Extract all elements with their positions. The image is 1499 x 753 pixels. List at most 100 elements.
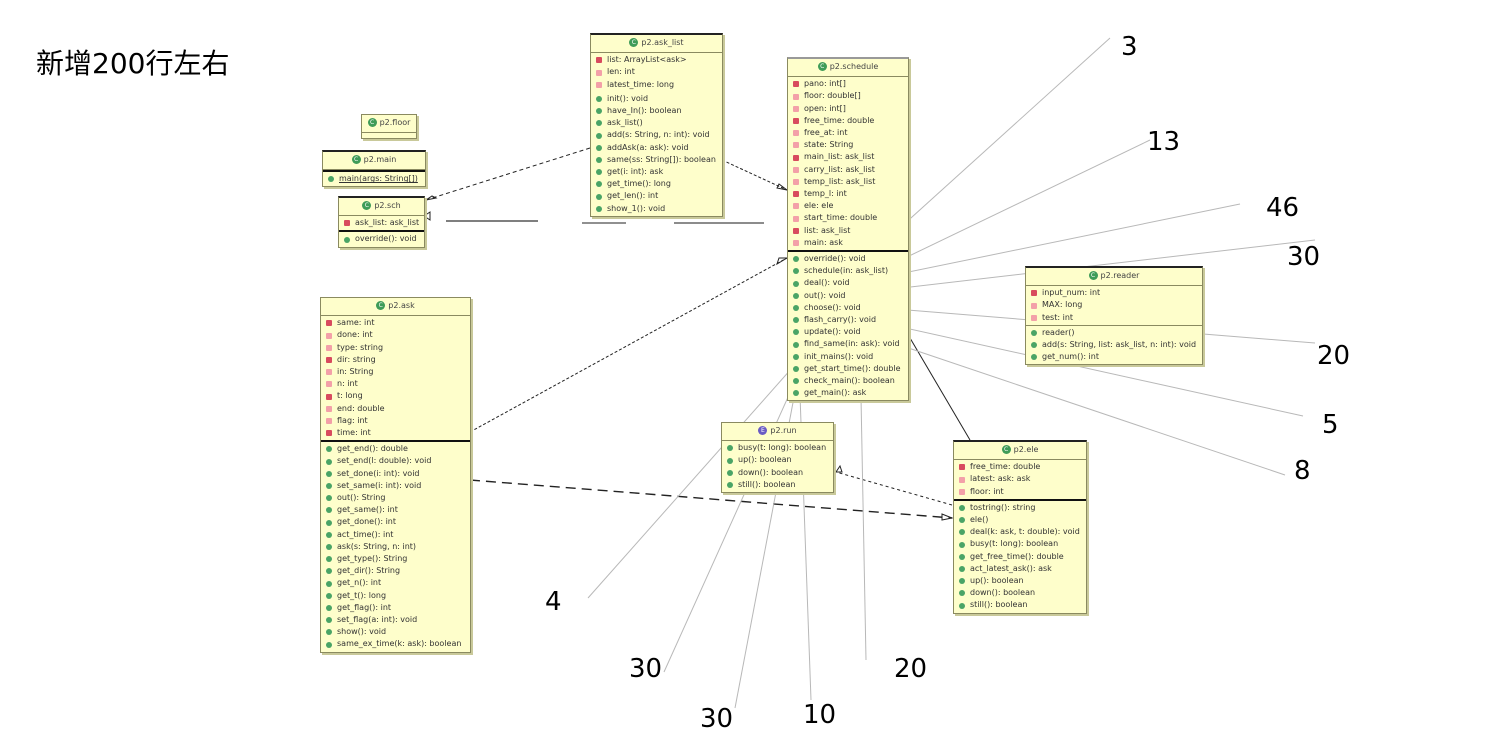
- method-row[interactable]: same(ss: String[]): boolean: [596, 154, 722, 166]
- method-row[interactable]: deal(): void: [793, 277, 908, 289]
- method-row[interactable]: ask(s: String, n: int): [326, 541, 470, 553]
- field-row[interactable]: latest: ask: ask: [959, 473, 1086, 485]
- method-row[interactable]: reader(): [1031, 327, 1202, 339]
- method-row[interactable]: schedule(in: ask_list): [793, 265, 908, 277]
- field-row[interactable]: main: ask: [793, 237, 908, 249]
- field-row[interactable]: time: int: [326, 427, 470, 439]
- method-row[interactable]: still(): boolean: [959, 599, 1086, 611]
- method-row[interactable]: get_done(): int: [326, 516, 470, 528]
- method-row[interactable]: up(): boolean: [727, 454, 833, 466]
- method-row[interactable]: override(): void: [344, 233, 424, 245]
- method-row[interactable]: act_time(): int: [326, 529, 470, 541]
- method-row[interactable]: get_t(): long: [326, 590, 470, 602]
- method-row[interactable]: out(): void: [793, 290, 908, 302]
- field-row[interactable]: ele: ele: [793, 200, 908, 212]
- field-row[interactable]: len: int: [596, 66, 722, 78]
- field-row[interactable]: free_time: double: [793, 115, 908, 127]
- method-row[interactable]: get_n(): int: [326, 577, 470, 589]
- field-row[interactable]: in: String: [326, 366, 470, 378]
- method-row[interactable]: addAsk(a: ask): void: [596, 142, 722, 154]
- method-row[interactable]: set_end(l: double): void: [326, 455, 470, 467]
- method-row[interactable]: get_start_time(): double: [793, 363, 908, 375]
- method-row[interactable]: ele(): [959, 514, 1086, 526]
- method-row[interactable]: get_len(): int: [596, 190, 722, 202]
- method-row[interactable]: set_flag(a: int): void: [326, 614, 470, 626]
- method-row[interactable]: find_same(in: ask): void: [793, 338, 908, 350]
- field-row[interactable]: temp_list: ask_list: [793, 176, 908, 188]
- method-row[interactable]: down(): boolean: [727, 467, 833, 479]
- method-row[interactable]: busy(t: long): boolean: [959, 538, 1086, 550]
- field-row[interactable]: ask_list: ask_list: [344, 217, 424, 229]
- field-row[interactable]: same: int: [326, 317, 470, 329]
- method-row[interactable]: get_type(): String: [326, 553, 470, 565]
- method-row[interactable]: get_free_time(): double: [959, 551, 1086, 563]
- method-row[interactable]: init(): void: [596, 93, 722, 105]
- method-row[interactable]: tostring(): string: [959, 502, 1086, 514]
- method-row[interactable]: get_end(): double: [326, 443, 470, 455]
- field-row[interactable]: open: int[]: [793, 103, 908, 115]
- method-row[interactable]: get_time(): long: [596, 178, 722, 190]
- field-row[interactable]: latest_time: long: [596, 79, 722, 91]
- method-row[interactable]: set_done(i: int): void: [326, 468, 470, 480]
- method-row[interactable]: down(): boolean: [959, 587, 1086, 599]
- method-row[interactable]: still(): boolean: [727, 479, 833, 491]
- method-row[interactable]: choose(): void: [793, 302, 908, 314]
- field-row[interactable]: list: ask_list: [793, 225, 908, 237]
- method-row[interactable]: deal(k: ask, t: double): void: [959, 526, 1086, 538]
- method-row[interactable]: out(): String: [326, 492, 470, 504]
- method-row[interactable]: get_dir(): String: [326, 565, 470, 577]
- method-row[interactable]: ask_list(): [596, 117, 722, 129]
- field-row[interactable]: temp_l: int: [793, 188, 908, 200]
- field-row[interactable]: end: double: [326, 403, 470, 415]
- method-row[interactable]: act_latest_ask(): ask: [959, 563, 1086, 575]
- field-row[interactable]: carry_list: ask_list: [793, 164, 908, 176]
- method-row[interactable]: main(args: String[]): [328, 173, 425, 185]
- method-row[interactable]: same_ex_time(k: ask): boolean: [326, 638, 470, 650]
- field-row[interactable]: floor: int: [959, 486, 1086, 498]
- method-row[interactable]: up(): boolean: [959, 575, 1086, 587]
- field-row[interactable]: t: long: [326, 390, 470, 402]
- method-row[interactable]: override(): void: [793, 253, 908, 265]
- field-row[interactable]: main_list: ask_list: [793, 151, 908, 163]
- field-row[interactable]: floor: double[]: [793, 90, 908, 102]
- field-row[interactable]: start_time: double: [793, 212, 908, 224]
- field-row[interactable]: dir: string: [326, 354, 470, 366]
- field-row[interactable]: input_num: int: [1031, 287, 1202, 299]
- method-row[interactable]: add(s: String, n: int): void: [596, 129, 722, 141]
- field-row[interactable]: done: int: [326, 329, 470, 341]
- field-row[interactable]: type: string: [326, 342, 470, 354]
- field-row[interactable]: n: int: [326, 378, 470, 390]
- method-row[interactable]: have_In(): boolean: [596, 105, 722, 117]
- method-row[interactable]: get_num(): int: [1031, 351, 1202, 363]
- method-row[interactable]: get_flag(): int: [326, 602, 470, 614]
- field-row[interactable]: free_time: double: [959, 461, 1086, 473]
- method-row[interactable]: get_same(): int: [326, 504, 470, 516]
- method-row[interactable]: set_same(i: int): void: [326, 480, 470, 492]
- method-row[interactable]: show_1(): void: [596, 203, 722, 215]
- method-row[interactable]: busy(t: long): boolean: [727, 442, 833, 454]
- field-row[interactable]: free_at: int: [793, 127, 908, 139]
- method-row[interactable]: flash_carry(): void: [793, 314, 908, 326]
- method-row[interactable]: update(): void: [793, 326, 908, 338]
- method-row[interactable]: get_main(): ask: [793, 387, 908, 399]
- field-row[interactable]: flag: int: [326, 415, 470, 427]
- method-row[interactable]: get(i: int): ask: [596, 166, 722, 178]
- method-row[interactable]: init_mains(): void: [793, 351, 908, 363]
- method-row[interactable]: add(s: String, list: ask_list, n: int): …: [1031, 339, 1202, 351]
- method-row[interactable]: show(): void: [326, 626, 470, 638]
- field-row[interactable]: MAX: long: [1031, 299, 1202, 311]
- field-row[interactable]: pano: int[]: [793, 78, 908, 90]
- field-row[interactable]: test: int: [1031, 312, 1202, 324]
- field-row[interactable]: state: String: [793, 139, 908, 151]
- method-row[interactable]: check_main(): boolean: [793, 375, 908, 387]
- field-row[interactable]: list: ArrayList<ask>: [596, 54, 722, 66]
